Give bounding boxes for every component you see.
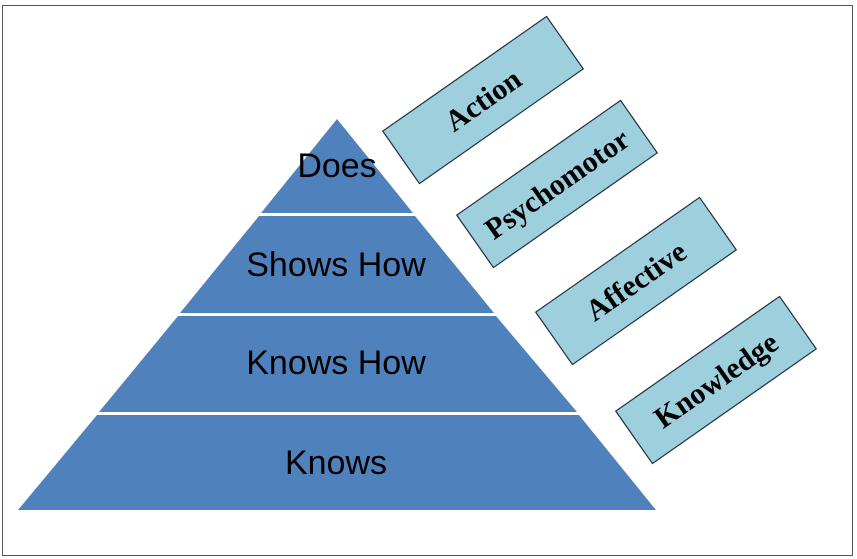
domain-box-action-rect xyxy=(381,15,585,185)
domain-box-affective-rect xyxy=(534,196,738,366)
pyramid-tier-does xyxy=(261,119,413,213)
domain-box-psychomotor-rect xyxy=(455,99,659,269)
diagram-frame xyxy=(2,5,853,556)
pyramid-tier-knows xyxy=(18,415,656,510)
tier-label-shows-how: Shows How xyxy=(246,246,426,284)
tier-label-knows-how: Knows How xyxy=(246,344,426,382)
pyramid: Does Shows How Knows How Knows xyxy=(18,119,656,510)
pyramid-tier-knows-how xyxy=(99,316,577,412)
domain-box-affective: Affective xyxy=(534,196,738,366)
tier-label-knows: Knows xyxy=(285,444,387,482)
pyramid-tier-shows-how xyxy=(180,216,494,313)
tier-label-does: Does xyxy=(297,147,376,185)
domain-box-knowledge-rect xyxy=(614,295,818,465)
domain-box-knowledge: Knowledge xyxy=(614,295,818,465)
